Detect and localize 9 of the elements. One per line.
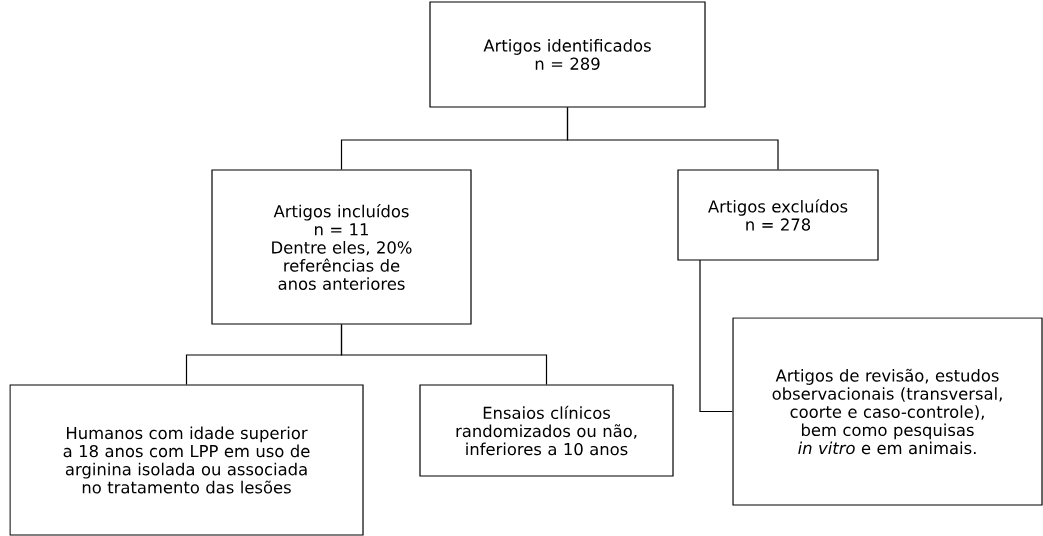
- box: Humanos com idade superior a 18 anos com LPP em uso de arginina isolada ou associada no tratamento das lesões: [9, 384, 364, 536]
- box: Artigos incluídos n = 11 Dentre eles, 20% referências de anos anteriores: [211, 169, 472, 325]
- connector-line: [699, 259, 733, 413]
- box: Artigos excluídos n = 278: [677, 169, 879, 261]
- connector-line: [566, 107, 779, 170]
- connector-line: [340, 324, 548, 385]
- box: Ensaios clínicos randomizados ou não, inferiores a 10 anos: [419, 384, 674, 477]
- box: Artigos de revisão, estudos observacionais (transversal, coorte e caso-controle), bem como pesquisas in vitro e em animais.: [732, 317, 1043, 506]
- box: Artigos identificados n = 289: [429, 1, 706, 108]
